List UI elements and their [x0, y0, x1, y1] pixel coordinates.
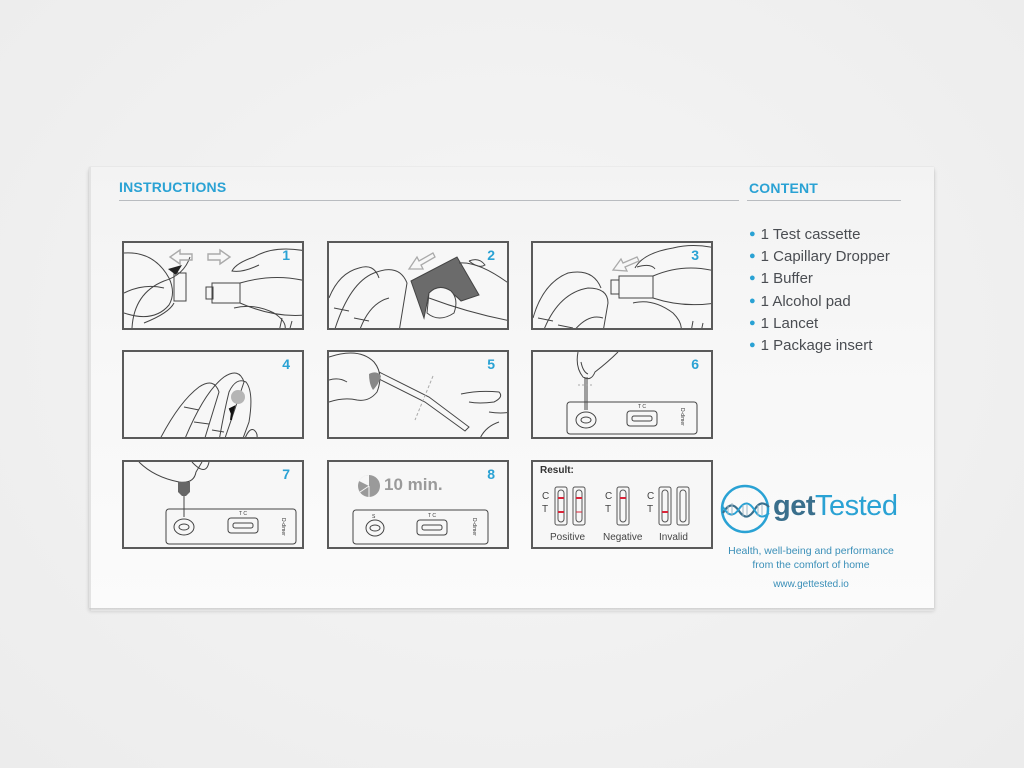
t-label-positive: T [542, 504, 549, 515]
blood-drop-illustration [160, 372, 258, 437]
content-divider [747, 200, 901, 201]
c-label-invalid: C [647, 491, 655, 502]
logo-wordmark: getTested [773, 490, 898, 522]
apply-blood-illustration: T C D-dimer [566, 352, 698, 435]
content-item: ●1 Alcohol pad [749, 292, 851, 310]
step-panel-8: T C S D-dimer 10 min. 8 [327, 460, 509, 549]
step-number-2: 2 [487, 247, 495, 263]
content-item: ●1 Test cassette [749, 226, 861, 243]
instructions-heading: INSTRUCTIONS [119, 179, 227, 195]
content-item: ●1 Package insert [749, 336, 873, 354]
step-panel-4: 4 [122, 350, 304, 439]
step-number-5: 5 [487, 356, 495, 372]
bullet-icon: ● [749, 228, 756, 240]
result-strips-illustration [554, 486, 690, 526]
content-item: ●1 Lancet [749, 314, 819, 332]
step-panel-2: 2 [327, 241, 509, 330]
result-positive-label: Positive [550, 532, 586, 543]
timer-text: 10 min. [384, 475, 443, 494]
content-heading: CONTENT [749, 180, 819, 196]
test-kit-box-back: INSTRUCTIONS CONTENT [89, 167, 934, 611]
kit-content-list: ●1 Test cassette ●1 Capillary Dropper ●1… [749, 223, 890, 356]
svg-text:S: S [372, 514, 376, 520]
gettested-logo: getTested [719, 483, 909, 537]
step-panel-7: T C D-dimer 7 [122, 460, 304, 549]
t-label-negative: T [605, 504, 612, 515]
step-number-4: 4 [282, 356, 290, 372]
svg-text:D-dimer: D-dimer [679, 408, 685, 426]
svg-text:D-dimer: D-dimer [471, 518, 477, 536]
step-number-1: 1 [282, 247, 290, 263]
alcohol-pad-illustration [329, 252, 507, 328]
result-invalid-label: Invalid [659, 532, 688, 543]
step-panel-6: T C D-dimer 6 [531, 350, 713, 439]
bullet-icon: ● [749, 294, 756, 307]
press-lancet-illustration [533, 245, 711, 328]
add-buffer-illustration: T C D-dimer [138, 462, 297, 545]
bullet-icon: ● [749, 338, 756, 351]
brand-tagline: Health, well-being and performance from … [728, 545, 894, 571]
content-item: ●1 Capillary Dropper [749, 248, 890, 266]
content-item: ●1 Buffer [749, 270, 813, 288]
svg-text:T C: T C [239, 511, 247, 517]
c-label-positive: C [542, 491, 550, 502]
capillary-dropper-illustration [329, 352, 507, 437]
wait-timer-illustration: T C S D-dimer [352, 474, 489, 545]
svg-text:T C: T C [638, 404, 646, 410]
c-label-negative: C [605, 491, 613, 502]
bullet-icon: ● [749, 250, 756, 263]
step-number-3: 3 [691, 247, 699, 263]
instructions-divider [119, 200, 739, 201]
step-panel-5: 5 [327, 350, 509, 439]
svg-text:T C: T C [428, 513, 436, 519]
step-number-7: 7 [282, 466, 290, 482]
result-panel: Result: [531, 460, 713, 549]
dna-helix-circle-icon [720, 484, 770, 534]
step-number-6: 6 [691, 356, 699, 372]
open-lancet-illustration [124, 248, 302, 328]
website-link: www.gettested.io [773, 579, 849, 590]
result-title: Result: [540, 465, 574, 476]
step-panel-1: 1 [122, 241, 304, 330]
clock-icon [358, 474, 380, 497]
svg-text:D-dimer: D-dimer [280, 518, 286, 536]
bullet-icon: ● [749, 316, 756, 329]
step-panel-3: 3 [531, 241, 713, 330]
t-label-invalid: T [647, 504, 654, 515]
bullet-icon: ● [749, 272, 756, 285]
step-number-8: 8 [487, 466, 495, 482]
result-negative-label: Negative [603, 532, 643, 543]
